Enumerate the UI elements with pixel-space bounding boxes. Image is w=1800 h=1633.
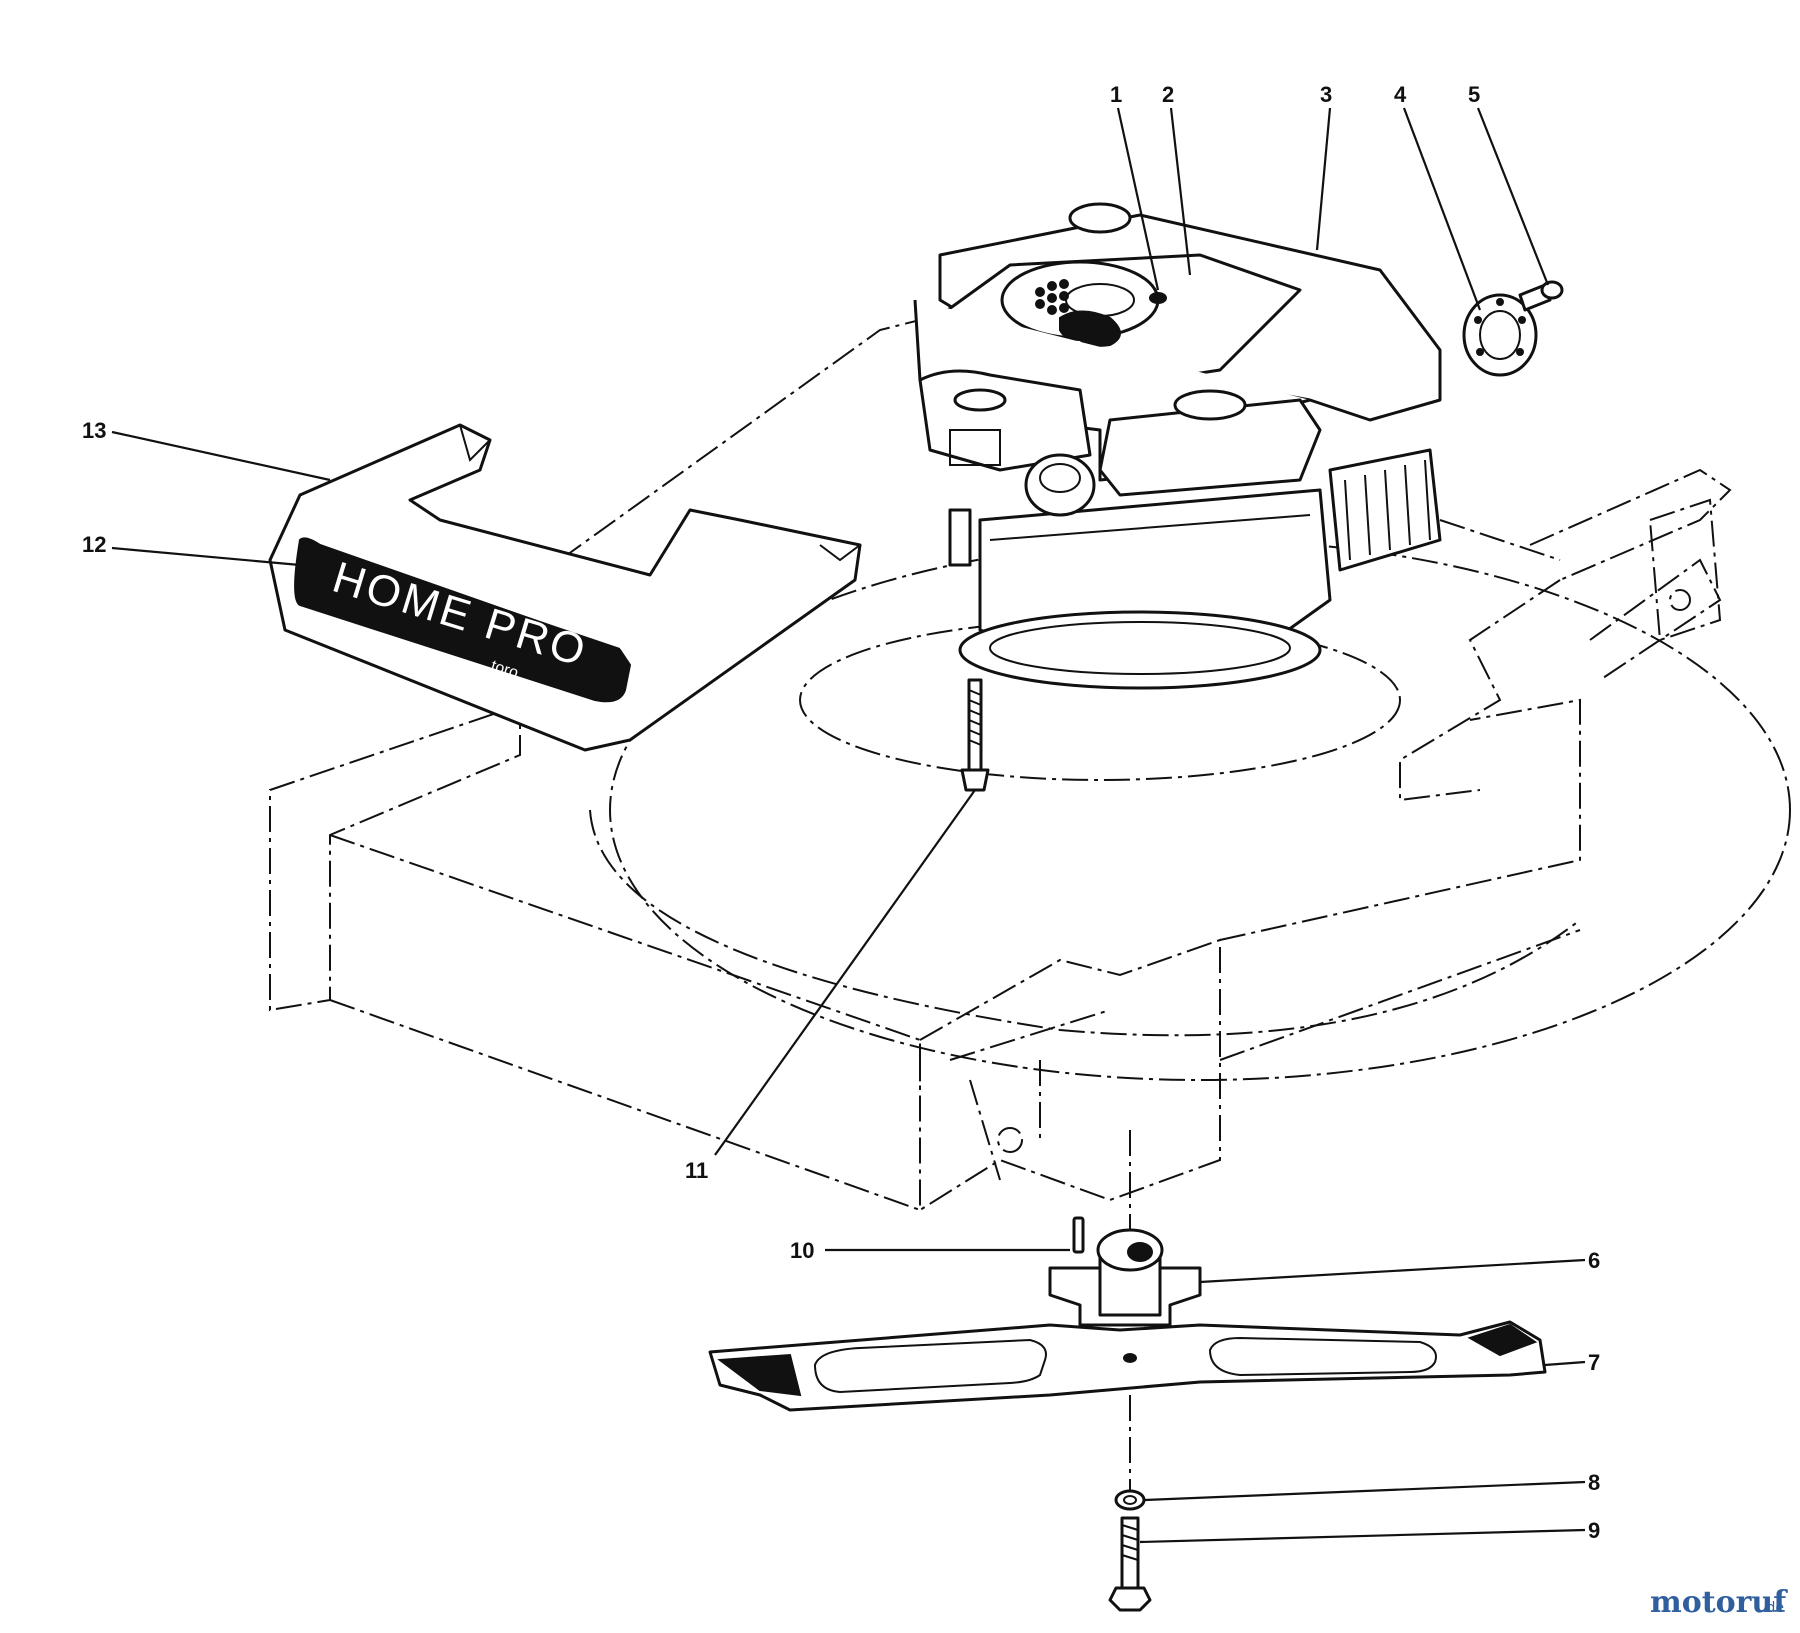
mower-deck-outline — [269, 308, 1791, 1212]
callout-7: 7 — [1588, 1350, 1600, 1375]
callout-13: 13 — [82, 418, 106, 443]
callout-2: 2 — [1162, 82, 1174, 107]
screw-part-5 — [1518, 280, 1564, 312]
callout-1: 1 — [1110, 82, 1122, 107]
blade-part-7 — [708, 1320, 1547, 1412]
callout-leaders — [111, 107, 1586, 1544]
cooling-fins — [1328, 448, 1442, 572]
callout-9: 9 — [1588, 1518, 1600, 1543]
callout-4: 4 — [1394, 82, 1407, 107]
watermark-tld: .de — [1762, 1600, 1784, 1616]
washer-part-8 — [1114, 1489, 1146, 1511]
blade-bolt-part-9 — [1108, 1516, 1152, 1612]
callout-6: 6 — [1588, 1248, 1600, 1273]
front-bumper-part-13 — [268, 423, 862, 752]
gasket-part-4 — [1462, 293, 1538, 377]
callout-8: 8 — [1588, 1470, 1600, 1495]
blade-adapter-part-6 — [1048, 1228, 1202, 1327]
callout-5: 5 — [1468, 82, 1480, 107]
callout-10: 10 — [790, 1238, 814, 1263]
engine-assembly — [913, 202, 1564, 690]
callout-3: 3 — [1320, 82, 1332, 107]
mount-bolt-part-11 — [960, 678, 990, 792]
callout-numbers: 1 2 3 4 5 6 7 8 9 10 11 12 13 — [82, 82, 1600, 1543]
key-part-10 — [1072, 1216, 1085, 1254]
watermark-logo: motoruf .de — [1650, 1585, 1788, 1620]
watermark-main: motoruf — [1650, 1585, 1788, 1620]
callout-12: 12 — [82, 532, 106, 557]
intake-grille — [1035, 279, 1069, 315]
callout-11: 11 — [685, 1158, 708, 1183]
